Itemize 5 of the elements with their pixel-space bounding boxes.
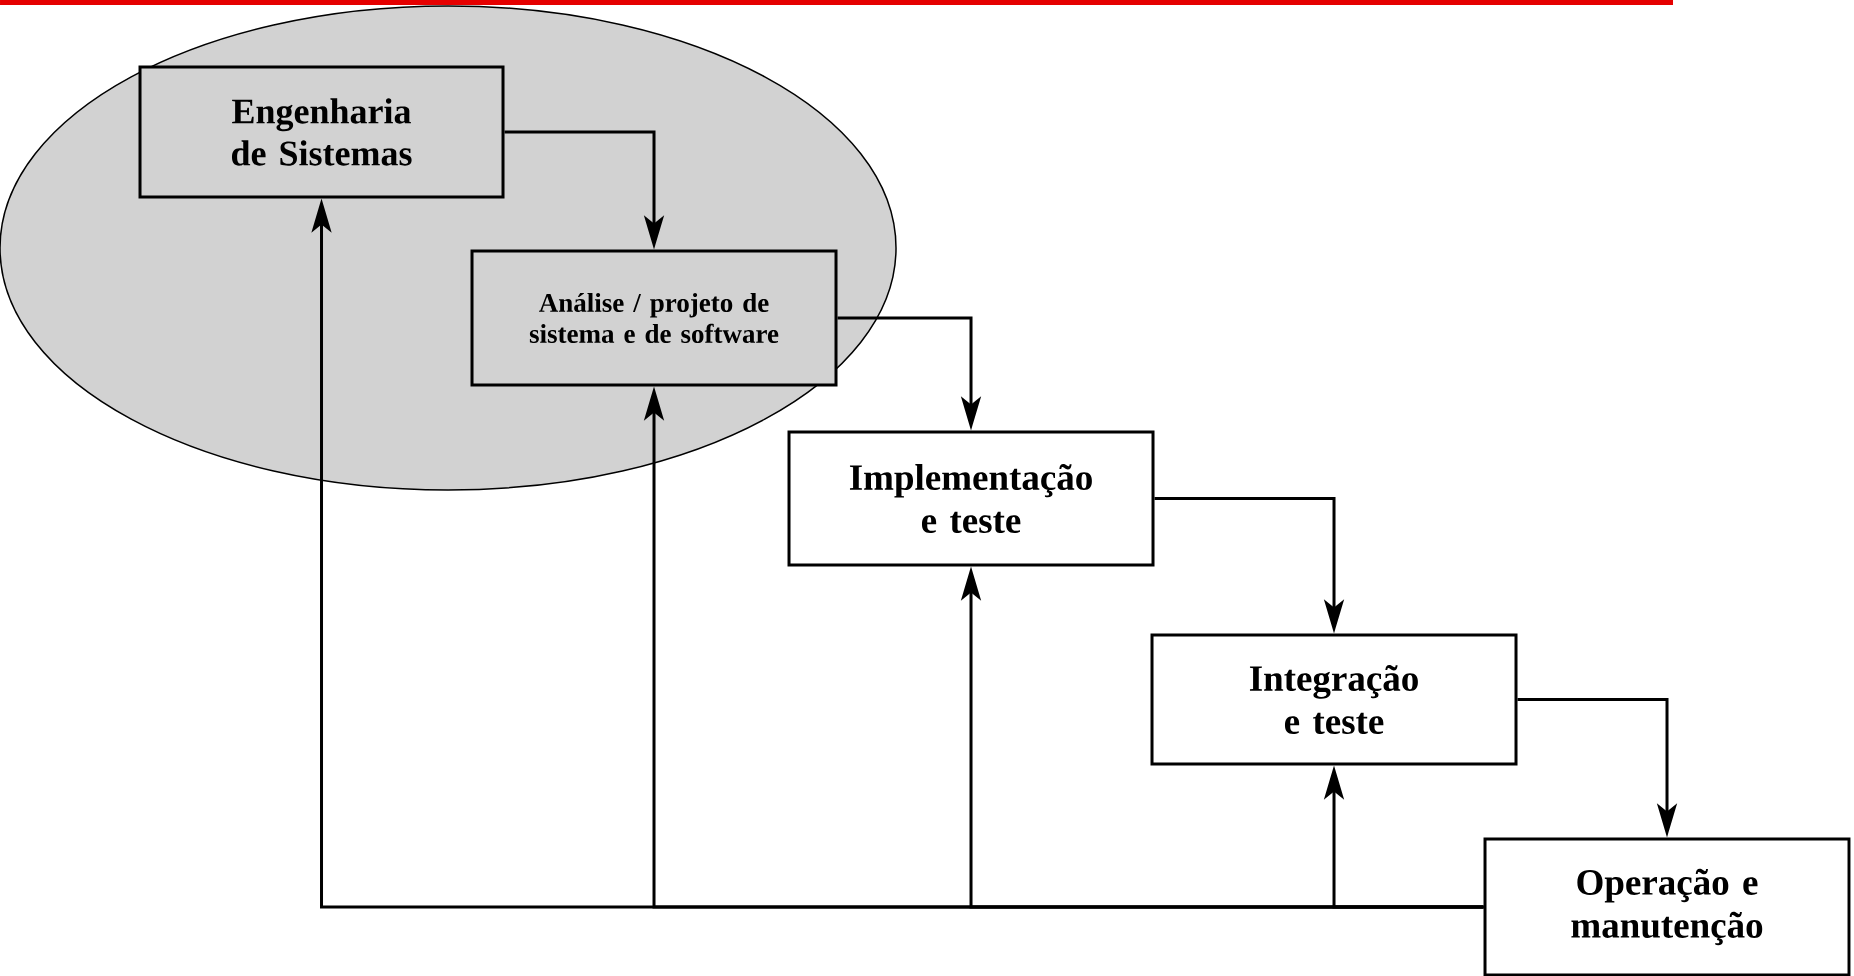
- process-box: Operação e manutenção: [1483, 837, 1851, 976]
- process-box: Implementação e teste: [787, 430, 1155, 567]
- process-box: Engenharia de Sistemas: [138, 65, 505, 199]
- process-box: Integração e teste: [1150, 633, 1518, 766]
- process-box: Análise / projeto de sistema e de software: [470, 249, 838, 387]
